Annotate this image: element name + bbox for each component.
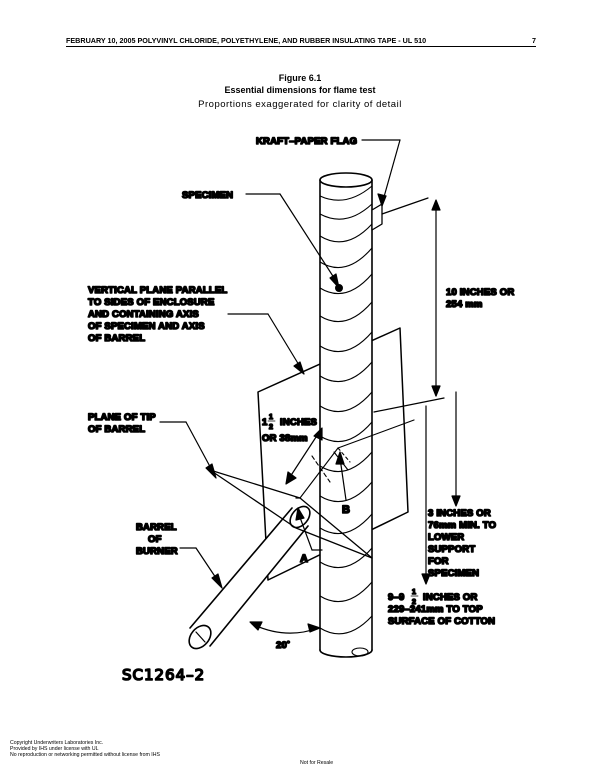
dimension-lower	[421, 391, 461, 585]
label-vertical-plane-3: AND CONTAINING AXIS	[88, 309, 199, 320]
one-half-denominator: 2	[269, 424, 273, 431]
drawing-code: SC1264–2	[122, 666, 205, 684]
nine-numerator: 1	[412, 589, 416, 596]
figure-subtitle: Proportions exaggerated for clarity of d…	[198, 99, 402, 110]
nine-whole: 9–9	[388, 592, 404, 603]
label-vertical-plane-5: OF BARREL	[88, 333, 145, 344]
specimen-rod	[319, 172, 373, 658]
label-point-b: B	[342, 504, 350, 516]
label-vertical-plane-1: VERTICAL PLANE PARALLEL	[88, 285, 227, 296]
dimension-1-5-inches	[285, 427, 323, 485]
plane-of-tip	[209, 469, 373, 559]
label-angle: 20˚	[276, 640, 290, 651]
leader-lines	[159, 139, 401, 589]
label-barrel-3: BURNER	[136, 546, 178, 557]
label-point-a: A	[300, 553, 308, 565]
dimension-10-inches	[373, 197, 445, 413]
figure-title: Essential dimensions for flame test	[224, 85, 376, 95]
one-half-mm: OR 38mm	[262, 433, 308, 444]
nine-denominator: 2	[412, 599, 416, 606]
label-plane-of-tip-1: PLANE OF TIP	[88, 412, 156, 423]
label-plane-of-tip-2: OF BARREL	[88, 424, 145, 435]
label-three-inches-1: 3 INCHES OR	[428, 508, 491, 519]
nine-rest-1: 229–241mm TO TOP	[388, 604, 483, 615]
label-three-inches-3: LOWER	[428, 532, 464, 543]
one-half-numerator: 1	[269, 414, 273, 421]
footer-line-2: Provided by IHS under license with UL	[10, 746, 99, 753]
label-barrel-2: OF	[148, 534, 162, 545]
footer-line-1: Copyright Underwriters Laboratories Inc.	[10, 740, 104, 746]
label-kraft-paper-flag: KRAFT–PAPER FLAG	[256, 136, 357, 147]
footer-copyright: Copyright Underwriters Laboratories Inc.…	[10, 740, 160, 759]
figure-number: Figure 6.1	[278, 73, 322, 83]
label-one-half-inches: 1 1 2 INCHES OR 38mm	[261, 413, 318, 445]
footer-line-3: No reproduction or networking permitted …	[10, 752, 160, 759]
page-header: FEBRUARY 10, 2005 POLYVINYL CHLORIDE, PO…	[66, 34, 536, 47]
nine-unit: INCHES OR	[423, 592, 478, 603]
one-half-unit: INCHES	[280, 417, 317, 428]
label-three-inches-4: SUPPORT	[428, 544, 475, 555]
page-number: 7	[532, 36, 536, 45]
nine-rest-2: SURFACE OF COTTON	[388, 616, 495, 627]
label-specimen: SPECIMEN	[182, 190, 233, 201]
label-ten-inches-2: 254 mm	[446, 299, 483, 310]
kraft-paper-flag	[371, 203, 383, 231]
label-nine-inches: 9–9 1 2 INCHES OR 229–241mm TO TOP SURFA…	[387, 588, 496, 628]
label-vertical-plane-4: OF SPECIMEN AND AXIS	[88, 321, 205, 332]
label-three-inches-6: SPECIMEN	[428, 568, 479, 579]
footer-not-for-resale: Not for Resale	[300, 760, 334, 766]
label-vertical-plane-2: TO SIDES OF ENCLOSURE	[88, 297, 215, 308]
label-three-inches-2: 76mm MIN. TO	[428, 520, 496, 531]
header-title: FEBRUARY 10, 2005 POLYVINYL CHLORIDE, PO…	[66, 36, 427, 45]
label-barrel-1: BARREL	[136, 522, 177, 533]
construction-lines	[299, 419, 415, 499]
burner-barrel	[188, 505, 311, 650]
one-half-whole: 1	[262, 417, 268, 428]
label-ten-inches-1: 10 INCHES OR	[446, 287, 514, 298]
angle-20-degrees	[249, 621, 321, 634]
label-three-inches-5: FOR	[428, 556, 449, 567]
